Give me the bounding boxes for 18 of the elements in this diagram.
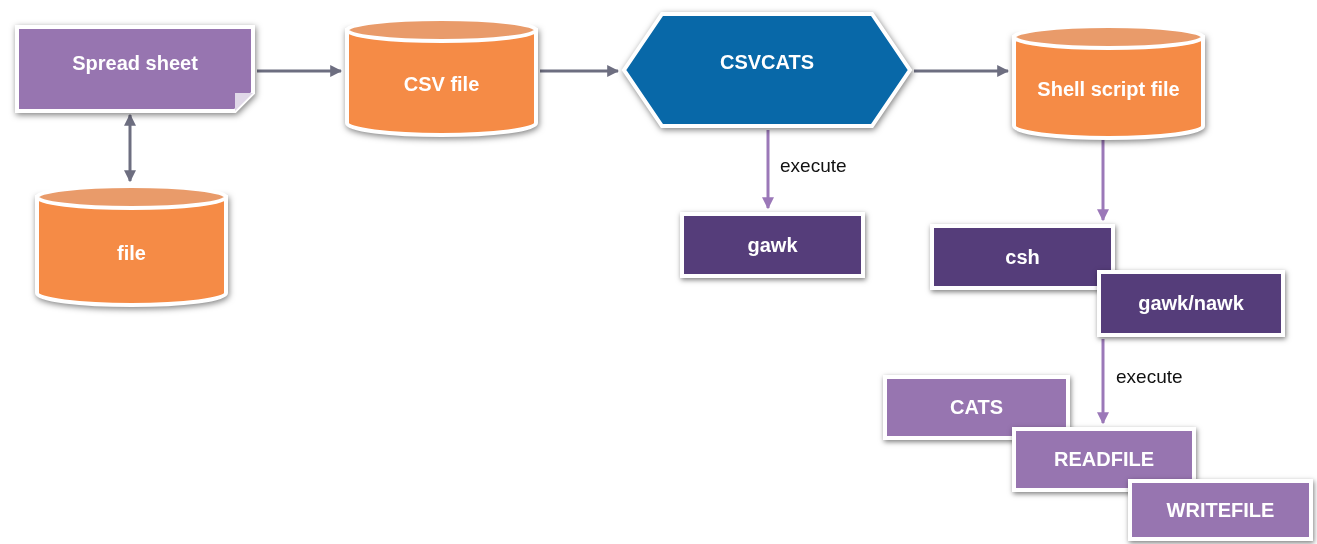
arrow xyxy=(257,65,343,77)
node-label: csh xyxy=(1005,245,1040,269)
arrow xyxy=(762,130,774,210)
node-label: Spread sheet xyxy=(72,51,198,75)
node-label: WRITEFILE xyxy=(1166,498,1275,522)
arrow xyxy=(914,65,1010,77)
arrow xyxy=(1097,140,1109,222)
node-label: Shell script file xyxy=(1037,78,1180,101)
node-label: READFILE xyxy=(1054,448,1154,471)
node-label: file xyxy=(117,241,146,265)
node-label: CATS xyxy=(950,396,1003,419)
node-label: gawk/nawk xyxy=(1138,292,1244,315)
arrow xyxy=(540,65,620,77)
node-label: gawk xyxy=(747,233,798,257)
arrow xyxy=(1097,339,1109,425)
arrow xyxy=(124,113,136,183)
node-label: CSV file xyxy=(403,73,480,96)
node-label: CSVCATS xyxy=(719,50,815,74)
